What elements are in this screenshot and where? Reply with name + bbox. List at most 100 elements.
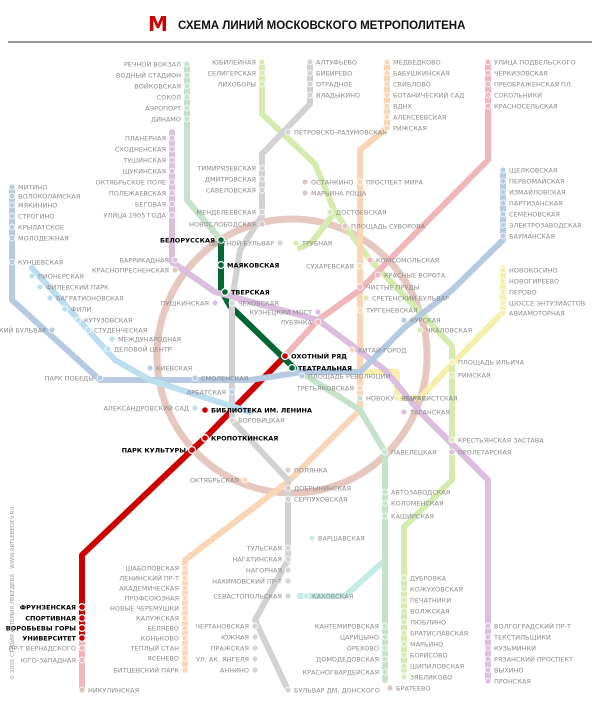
station-label[interactable]: ОТРАДНОЕ	[316, 80, 353, 88]
station-label[interactable]: СТУДЕНЧЕСКАЯ	[94, 326, 147, 334]
station[interactable]: НОВЫЕ ЧЕРЕМУШКИ	[110, 604, 189, 612]
station-marker[interactable]	[298, 372, 306, 380]
station[interactable]: ЯСЕНЕВО	[147, 654, 189, 662]
station-marker[interactable]	[8, 201, 16, 209]
station-marker[interactable]	[400, 596, 408, 604]
station[interactable]: ЩЕЛКОВСКАЯ	[499, 166, 557, 174]
station-label[interactable]: ТИМИРЯЗЕВСКАЯ	[196, 164, 256, 172]
station-label[interactable]: БЕЛОРУССКАЯ	[160, 236, 215, 244]
station-marker[interactable]	[326, 208, 334, 216]
station-label[interactable]: ТРУБНАЯ	[301, 239, 332, 247]
station-marker[interactable]	[183, 82, 191, 90]
station-marker[interactable]	[484, 102, 492, 110]
station[interactable]: МЯКИНИНО	[8, 201, 57, 209]
station-marker[interactable]	[381, 488, 389, 496]
station[interactable]: КОНЬКОВО	[141, 634, 189, 642]
station[interactable]: ДОБРЫНИНСКАЯ	[284, 484, 351, 492]
station[interactable]: НАГАТИНСКАЯ	[232, 555, 292, 563]
station[interactable]: КУЗЬМИНКИ	[484, 644, 536, 652]
station-marker[interactable]	[448, 448, 456, 456]
station[interactable]: КИЕВСКАЯ	[146, 364, 192, 372]
station-marker[interactable]	[356, 306, 364, 314]
station[interactable]: ДОМОДЕДОВСКАЯ	[316, 655, 389, 663]
station-label[interactable]: МЯКИНИНО	[18, 201, 57, 209]
station-marker[interactable]	[77, 602, 86, 611]
station-marker[interactable]	[499, 299, 507, 307]
station-marker[interactable]	[8, 234, 16, 242]
station-marker[interactable]	[104, 345, 112, 353]
station-label[interactable]: КОМСОМОЛЬСКАЯ	[376, 256, 439, 264]
station-label[interactable]: ПОЛЕЖАЕВСКАЯ	[109, 189, 166, 197]
station[interactable]: МАРЬИНО	[400, 640, 443, 648]
station[interactable]: АЛЕКСЕЕВСКАЯ	[383, 113, 446, 121]
station-label[interactable]: БОРОВИЦКАЯ	[238, 416, 285, 424]
station-marker[interactable]	[221, 288, 230, 297]
station-marker[interactable]	[181, 666, 189, 674]
station[interactable]: ДЕЛОВОЙ ЦЕНТР	[104, 344, 172, 353]
station[interactable]: БЕЛОРУССКАЯ	[160, 236, 226, 244]
station-marker[interactable]	[168, 178, 176, 186]
station-marker[interactable]	[288, 364, 297, 373]
station-marker[interactable]	[383, 91, 391, 99]
station[interactable]: РИЖСКАЯ	[383, 124, 427, 132]
station-label[interactable]: СТРОГИНО	[18, 212, 54, 220]
station-marker[interactable]	[400, 673, 408, 681]
station-label[interactable]: ВЫХИНО	[494, 666, 524, 674]
station-marker[interactable]	[381, 512, 389, 520]
station-label[interactable]: БАБУШКИНСКАЯ	[393, 69, 450, 77]
station-marker[interactable]	[168, 200, 176, 208]
station[interactable]: СХОДНЕНСКАЯ	[115, 145, 176, 153]
station-label[interactable]: ПАРК КУЛЬТУРЫ	[122, 446, 187, 454]
station-marker[interactable]	[302, 592, 310, 600]
station[interactable]: ОРЕХОВО	[347, 644, 389, 652]
station-label[interactable]: ПАРТИЗАНСКАЯ	[509, 199, 563, 207]
station-label[interactable]: СЕВАСТОПОЛЬСКАЯ	[213, 592, 282, 600]
station-label[interactable]: БИБИРЕВО	[316, 69, 352, 77]
station-label[interactable]: ДЕЛОВОЙ ЦЕНТР	[114, 344, 172, 353]
station-label[interactable]: АЛЕКСЕЕВСКАЯ	[393, 113, 446, 121]
station-label[interactable]: НОВОСЛОБОДСКАЯ	[189, 220, 256, 228]
station-marker[interactable]	[183, 60, 191, 68]
station[interactable]: ЧЕХОВСКАЯ	[228, 299, 279, 307]
station-label[interactable]: ВЛАДЫКИНО	[316, 91, 360, 99]
station-label[interactable]: ПЕРВОМАЙСКАЯ	[509, 176, 565, 185]
station[interactable]: БАБУШКИНСКАЯ	[383, 69, 450, 77]
station[interactable]: ПОЛЕЖАЕВСКАЯ	[109, 189, 176, 197]
station-label[interactable]: СЕРПУХОВСКАЯ	[294, 495, 348, 503]
station-label[interactable]: ЮБИЛЕЙНАЯ	[212, 57, 256, 66]
station-marker[interactable]	[400, 316, 408, 324]
station[interactable]: БРАТЕЕВО	[386, 684, 431, 692]
station[interactable]: ЧЕРТАНОВСКАЯ	[196, 622, 259, 630]
station[interactable]: УЛИЦА ПОДБЕЛЬСКОГО	[484, 58, 576, 66]
station-label[interactable]: КРАСНОГВАРДЕЙСКАЯ	[303, 667, 379, 676]
station-label[interactable]: НОВОКОСИНО	[509, 266, 558, 274]
station-label[interactable]: НИКУЛИНСКАЯ	[88, 686, 139, 694]
station-label[interactable]: ОСТАНКИНО	[311, 178, 353, 186]
station-label[interactable]: ЯСЕНЕВО	[147, 654, 179, 662]
station[interactable]: ВОЛГОГРАДСКИЙ ПР-Т	[484, 621, 571, 630]
station-marker[interactable]	[400, 662, 408, 670]
station-marker[interactable]	[241, 476, 249, 484]
station-label[interactable]: РЕЧНОЙ ВОКЗАЛ	[124, 59, 181, 68]
station[interactable]: ПЛАНЕРНАЯ	[125, 134, 176, 142]
station-label[interactable]: МАРКСИСТСКАЯ	[403, 394, 458, 402]
station-label[interactable]: ДМИТРОВСКАЯ	[205, 175, 256, 183]
station-marker[interactable]	[314, 308, 322, 316]
station-marker[interactable]	[393, 394, 401, 402]
station[interactable]: ЮБИЛЕЙНАЯ	[212, 57, 266, 66]
station-label[interactable]: АЭРОПОРТ	[145, 104, 181, 112]
station-marker[interactable]	[251, 633, 259, 641]
station-label[interactable]: ТЕКСТИЛЬЩИКИ	[493, 633, 551, 641]
station[interactable]: РЯЗАНСКИЙ ПРОСПЕКТ	[484, 654, 573, 663]
station-marker[interactable]	[448, 436, 456, 444]
station[interactable]: СТРОГИНО	[8, 212, 54, 220]
station-marker[interactable]	[484, 622, 492, 630]
station-marker[interactable]	[258, 80, 266, 88]
station[interactable]: ДОСТОЕВСКАЯ	[326, 208, 387, 216]
station-marker[interactable]	[356, 384, 364, 392]
station[interactable]: БУЛЬВАР ДМ. ДОНСКОГО	[284, 686, 380, 694]
station[interactable]: СМОЛЕНСКАЯ	[191, 374, 248, 382]
station-label[interactable]: ПРОЛЕТАРСКАЯ	[458, 448, 511, 456]
station-marker[interactable]	[188, 446, 197, 455]
station-marker[interactable]	[183, 104, 191, 112]
